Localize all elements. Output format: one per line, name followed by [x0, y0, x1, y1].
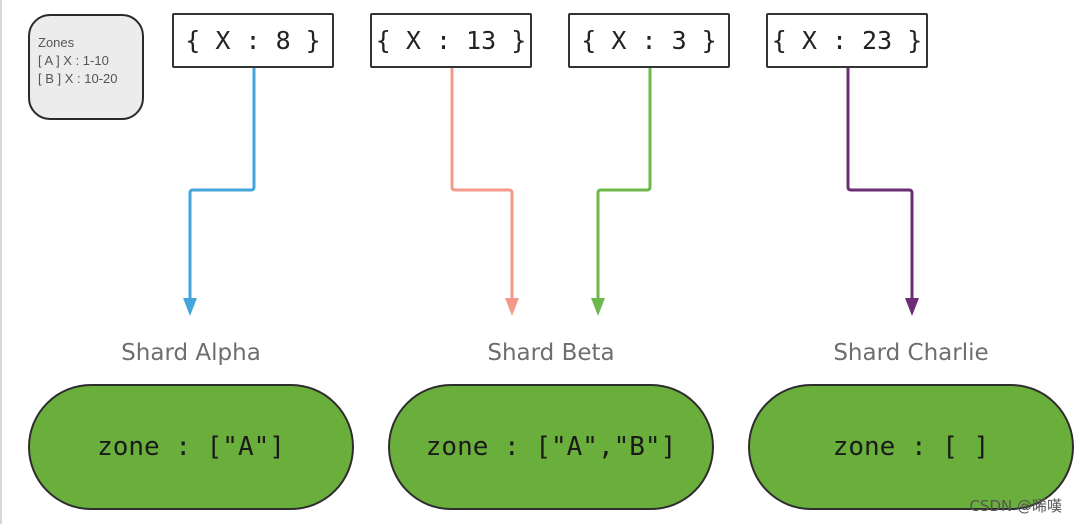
legend-title: Zones	[38, 35, 75, 50]
document-x-13: { X : 13 }	[370, 13, 532, 68]
document-x-8: { X : 8 }	[172, 13, 334, 68]
arrow-x-23-to-charlie	[846, 68, 919, 316]
document-x-3: { X : 3 }	[568, 13, 730, 68]
zones-legend: Zones [ A ] X : 1-10 [ B ] X : 10-20	[28, 14, 144, 120]
shard-charlie-label: Shard Charlie	[833, 340, 989, 366]
shard-charlie-node: zone : [ ]	[748, 384, 1074, 510]
shard-alpha-label: Shard Alpha	[121, 340, 261, 366]
document-x-23: { X : 23 }	[766, 13, 928, 68]
shard-beta-node: zone : ["A","B"]	[388, 384, 714, 510]
legend-zone-b: [ B ] X : 10-20	[38, 71, 118, 86]
legend-zone-a: [ A ] X : 1-10	[38, 53, 109, 68]
left-border	[0, 0, 2, 524]
arrow-x-8-to-alpha	[183, 68, 256, 316]
arrow-x-13-to-beta	[450, 68, 519, 316]
shard-beta-label: Shard Beta	[487, 340, 615, 366]
arrow-x-3-to-beta	[591, 68, 652, 316]
watermark: CSDN @晞嘆	[969, 497, 1062, 515]
shard-alpha-node: zone : ["A"]	[28, 384, 354, 510]
